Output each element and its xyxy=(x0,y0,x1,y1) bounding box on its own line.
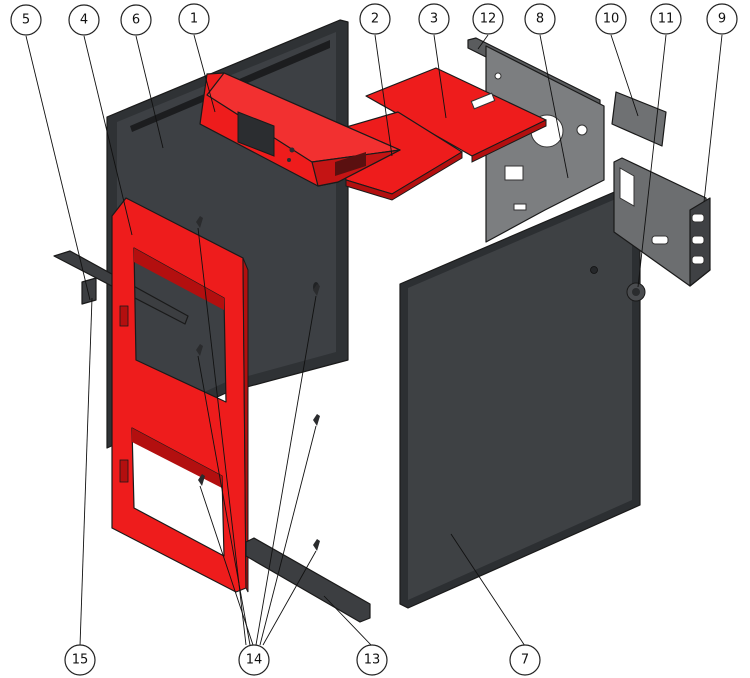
callout-label: 12 xyxy=(480,12,497,27)
screw-icon xyxy=(313,539,320,551)
screw-icon xyxy=(313,414,320,426)
callout-label: 9 xyxy=(718,12,726,27)
callout-5: 5 xyxy=(10,4,42,36)
screw-icon xyxy=(196,344,203,356)
callout-13: 13 xyxy=(356,644,388,676)
part-11-gland xyxy=(626,282,646,302)
callout-label: 14 xyxy=(246,653,263,668)
callout-label: 10 xyxy=(603,12,620,27)
callout-label: 6 xyxy=(132,13,140,28)
part-10-gasket xyxy=(611,91,667,147)
callout-2: 2 xyxy=(359,3,391,35)
part-8-back-plate xyxy=(485,45,605,243)
callout-3: 3 xyxy=(418,3,450,35)
callout-11: 11 xyxy=(650,3,682,35)
part-4-front-frame xyxy=(111,197,249,593)
screw-icon xyxy=(198,474,205,486)
callout-12: 12 xyxy=(472,3,504,35)
callout-15: 15 xyxy=(64,644,96,676)
callout-7: 7 xyxy=(509,644,541,676)
callout-14: 14 xyxy=(238,644,270,676)
part-1-control-box xyxy=(199,72,401,187)
leader-lines xyxy=(25,34,723,647)
callout-label: 1 xyxy=(190,12,198,27)
callout-label: 5 xyxy=(22,13,30,28)
screw-icon xyxy=(196,216,203,228)
part-7-door-panel xyxy=(399,183,641,609)
callout-label: 13 xyxy=(364,653,381,668)
callout-label: 11 xyxy=(658,12,675,27)
part-9-side-bracket xyxy=(613,157,711,287)
part-13-strip xyxy=(245,537,371,623)
callout-4: 4 xyxy=(68,4,100,36)
part-14-screws xyxy=(196,216,320,551)
callout-label: 4 xyxy=(80,13,88,28)
callout-label: 7 xyxy=(521,653,529,668)
callout-9: 9 xyxy=(706,3,738,35)
callout-6: 6 xyxy=(120,4,152,36)
callout-label: 15 xyxy=(72,653,89,668)
callout-label: 2 xyxy=(371,12,379,27)
callout-label: 8 xyxy=(536,12,544,27)
callout-1: 1 xyxy=(178,3,210,35)
callout-label: 3 xyxy=(430,12,438,27)
callout-10: 10 xyxy=(595,3,627,35)
callout-8: 8 xyxy=(524,3,556,35)
screw-icon xyxy=(313,284,320,296)
